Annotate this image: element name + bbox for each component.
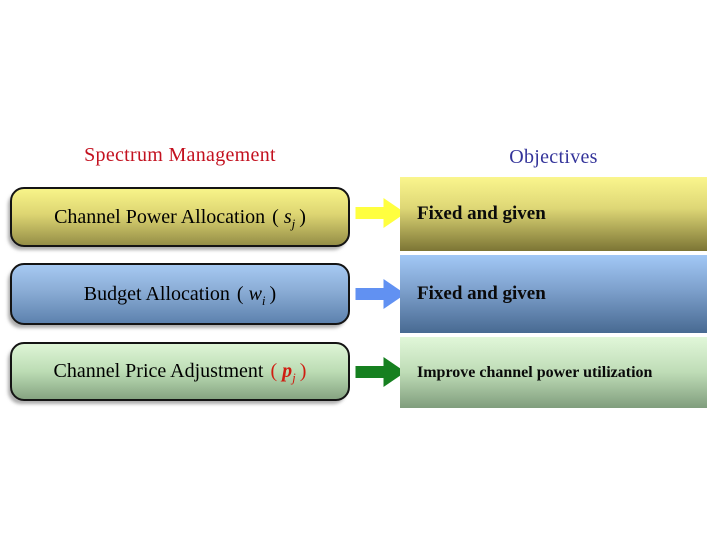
math-symbol-wi: (wi) bbox=[236, 282, 277, 308]
box-label: Improve channel power utilization bbox=[417, 363, 653, 381]
arrow-shape bbox=[355, 198, 406, 228]
right-arrow-icon bbox=[355, 279, 406, 309]
box-label: Channel Price Adjustment bbox=[53, 360, 264, 382]
arrow-shape bbox=[355, 357, 406, 387]
box-objective-fixed-given-2: Fixed and given bbox=[400, 255, 707, 333]
box-channel-price-adjustment: Channel Price Adjustment (pj) bbox=[10, 342, 350, 401]
box-label: Fixed and given bbox=[417, 203, 546, 224]
box-label: Fixed and given bbox=[417, 283, 546, 304]
box-objective-improve-utilization: Improve channel power utilization bbox=[400, 337, 707, 408]
math-symbol-sj: (sj) bbox=[272, 205, 306, 231]
math-symbol-pj: (pj) bbox=[270, 360, 307, 385]
box-budget-allocation: Budget Allocation (wi) bbox=[10, 263, 350, 325]
right-arrow-icon bbox=[355, 198, 406, 228]
arrow-shape bbox=[355, 279, 406, 309]
right-arrow-icon bbox=[355, 357, 406, 387]
box-label: Channel Power Allocation bbox=[54, 205, 266, 228]
box-channel-power-allocation: Channel Power Allocation (sj) bbox=[10, 187, 350, 247]
box-label: Budget Allocation bbox=[83, 282, 230, 305]
box-objective-fixed-given-1: Fixed and given bbox=[400, 177, 707, 251]
column-header-objectives: Objectives bbox=[509, 146, 598, 168]
column-header-spectrum-management: Spectrum Management bbox=[84, 144, 276, 166]
